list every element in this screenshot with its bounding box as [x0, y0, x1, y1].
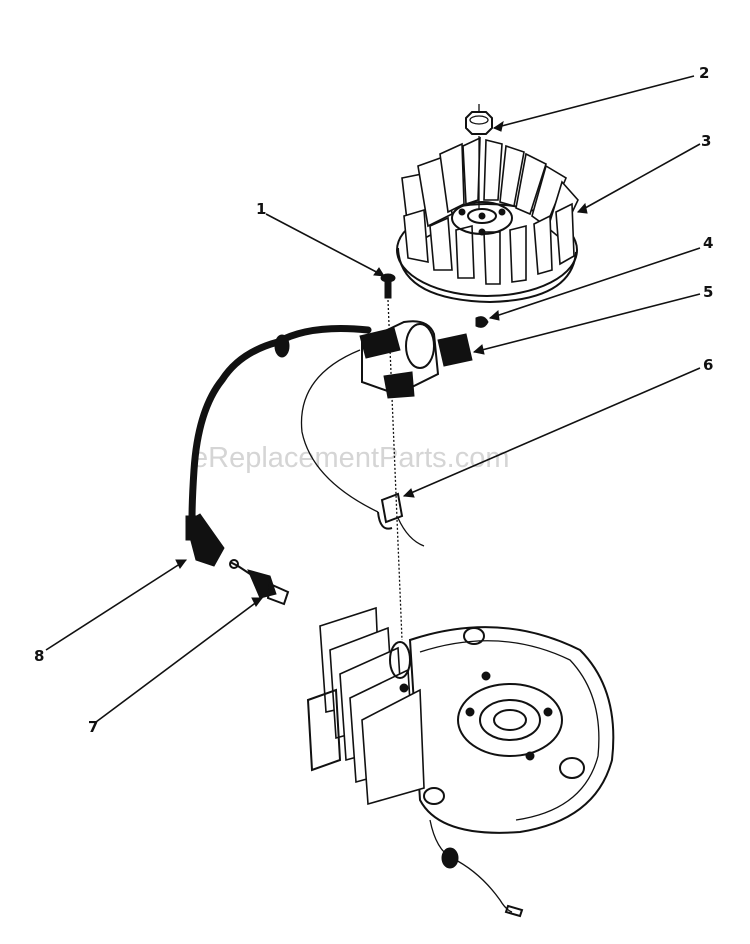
callout-label-2: 2 — [699, 64, 709, 82]
mounting-screw — [380, 273, 396, 299]
spark-plug — [229, 559, 290, 606]
callout-label-3: 3 — [701, 132, 711, 150]
callout-label-4: 4 — [703, 234, 713, 252]
watermark-text: eReplacementParts.com — [192, 442, 510, 474]
flywheel-key — [475, 316, 489, 328]
cylinder-fins — [319, 606, 425, 806]
ground-wire — [300, 349, 379, 513]
callout-label-1: 1 — [256, 200, 266, 218]
ignition-module — [359, 320, 473, 399]
callout-label-7: 7 — [88, 718, 98, 736]
leader-lines — [45, 75, 701, 723]
flywheel — [396, 136, 579, 304]
assembly-line-center — [387, 299, 403, 641]
callout-label-5: 5 — [703, 283, 713, 301]
callout-label-8: 8 — [34, 647, 44, 665]
callout-labels: 1 2 3 4 5 6 7 8 — [34, 64, 713, 736]
stop-switch-wire — [429, 819, 524, 918]
engine-block — [306, 606, 615, 834]
flywheel-fins — [401, 136, 579, 285]
wire-clip — [377, 492, 425, 547]
callout-label-6: 6 — [703, 356, 713, 374]
spark-plug-boot — [185, 513, 225, 567]
flywheel-nut — [465, 104, 493, 135]
spark-plug-wire — [188, 325, 372, 524]
